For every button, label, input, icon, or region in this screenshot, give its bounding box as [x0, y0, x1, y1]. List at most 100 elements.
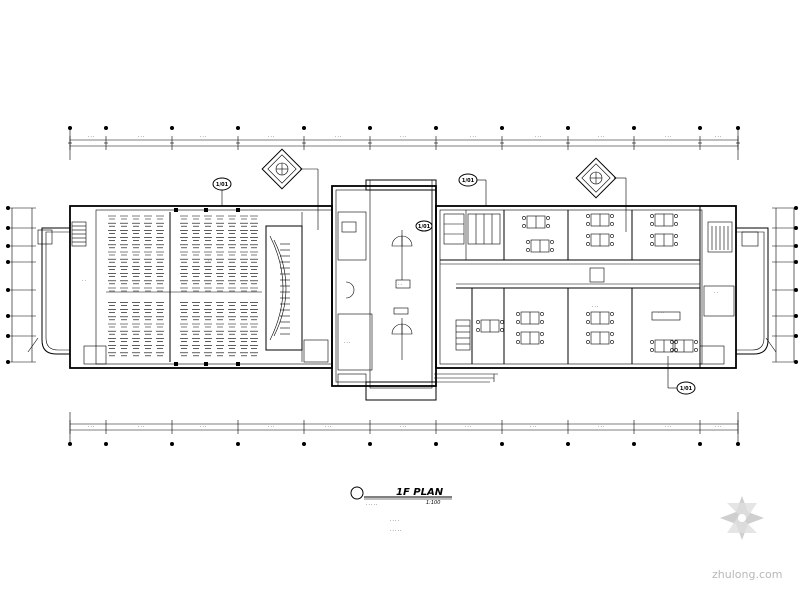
seat [180, 345, 188, 349]
seat [216, 251, 224, 256]
chair [550, 248, 554, 252]
seat [204, 273, 212, 277]
seat [156, 316, 164, 321]
seat [204, 338, 212, 342]
seat [132, 273, 140, 277]
seat [144, 258, 152, 263]
seat [204, 251, 212, 256]
chair [516, 340, 520, 344]
top-dimension-text-8: · · · [535, 134, 541, 139]
seat [156, 323, 164, 328]
seat [228, 230, 236, 234]
grid-marker [6, 314, 10, 318]
room-label-1: · · [82, 278, 86, 283]
top-dimension-line: · · · · · · · · · · · · · · · · · · · · … [68, 128, 740, 160]
room-label-2: · · [208, 258, 212, 263]
seat [228, 215, 236, 220]
bottom-dimension-text-6: · · · [400, 424, 406, 429]
seat [156, 244, 164, 249]
seat [204, 330, 212, 335]
seat [156, 251, 164, 256]
seat [204, 309, 212, 313]
seat [120, 215, 128, 220]
seat [120, 237, 128, 241]
elevation-marker-right [575, 157, 627, 232]
seat [120, 316, 128, 321]
chair [476, 328, 480, 332]
seat [120, 244, 128, 249]
detail-tag-3-text: 1/01 [418, 224, 431, 230]
seat [180, 330, 188, 335]
grid-marker [794, 360, 798, 364]
column-grid-markers [6, 126, 798, 446]
seat [132, 230, 140, 234]
seat [120, 266, 128, 270]
seat [132, 323, 140, 328]
grid-marker [794, 244, 798, 248]
seat [192, 222, 200, 227]
chair [540, 312, 544, 316]
seat [108, 330, 116, 335]
seat [250, 222, 258, 227]
seat [228, 345, 236, 349]
seat [156, 258, 164, 263]
seat [240, 222, 248, 227]
seat [180, 244, 188, 249]
seat [120, 222, 128, 227]
seat [156, 330, 164, 335]
seat [250, 345, 258, 349]
bottom-dimension-text-3: · · · [200, 424, 206, 429]
seat [240, 323, 248, 328]
chair [674, 214, 678, 218]
seat [156, 215, 164, 220]
seat [156, 266, 164, 270]
seat [228, 287, 236, 292]
seat [156, 237, 164, 241]
drawing-title: 1F PLAN [396, 487, 444, 498]
seat [240, 316, 248, 321]
seat [120, 302, 128, 306]
seat [120, 323, 128, 328]
seat [228, 302, 236, 306]
seat [180, 222, 188, 227]
seat [180, 352, 188, 357]
seat [228, 309, 236, 313]
room-label-8: · · [714, 290, 718, 295]
seat [216, 338, 224, 342]
seat [144, 244, 152, 249]
seat [192, 330, 200, 335]
chair [650, 222, 654, 226]
seat [108, 323, 116, 328]
seat [204, 230, 212, 234]
grid-marker [368, 126, 372, 130]
chair [476, 320, 480, 324]
seat [192, 323, 200, 328]
chair [586, 222, 590, 226]
east-porch [699, 221, 777, 365]
chair [550, 240, 554, 244]
seat [108, 280, 116, 285]
seat [250, 237, 258, 241]
chair [526, 248, 530, 252]
top-dimension-text-2: · · · [138, 134, 144, 139]
seat [180, 266, 188, 270]
seat [228, 222, 236, 227]
seat [250, 330, 258, 335]
chair [500, 320, 504, 324]
seat [250, 230, 258, 234]
chair [522, 224, 526, 228]
chair [610, 340, 614, 344]
seat [240, 302, 248, 306]
seat [240, 280, 248, 285]
seat [216, 230, 224, 234]
chair [522, 216, 526, 220]
seat [180, 258, 188, 263]
seat [144, 352, 152, 357]
seat [144, 222, 152, 227]
chair [586, 234, 590, 238]
grid-marker [170, 442, 174, 446]
seat [228, 258, 236, 263]
seat [228, 266, 236, 270]
seat [108, 244, 116, 249]
grid-marker [698, 442, 702, 446]
